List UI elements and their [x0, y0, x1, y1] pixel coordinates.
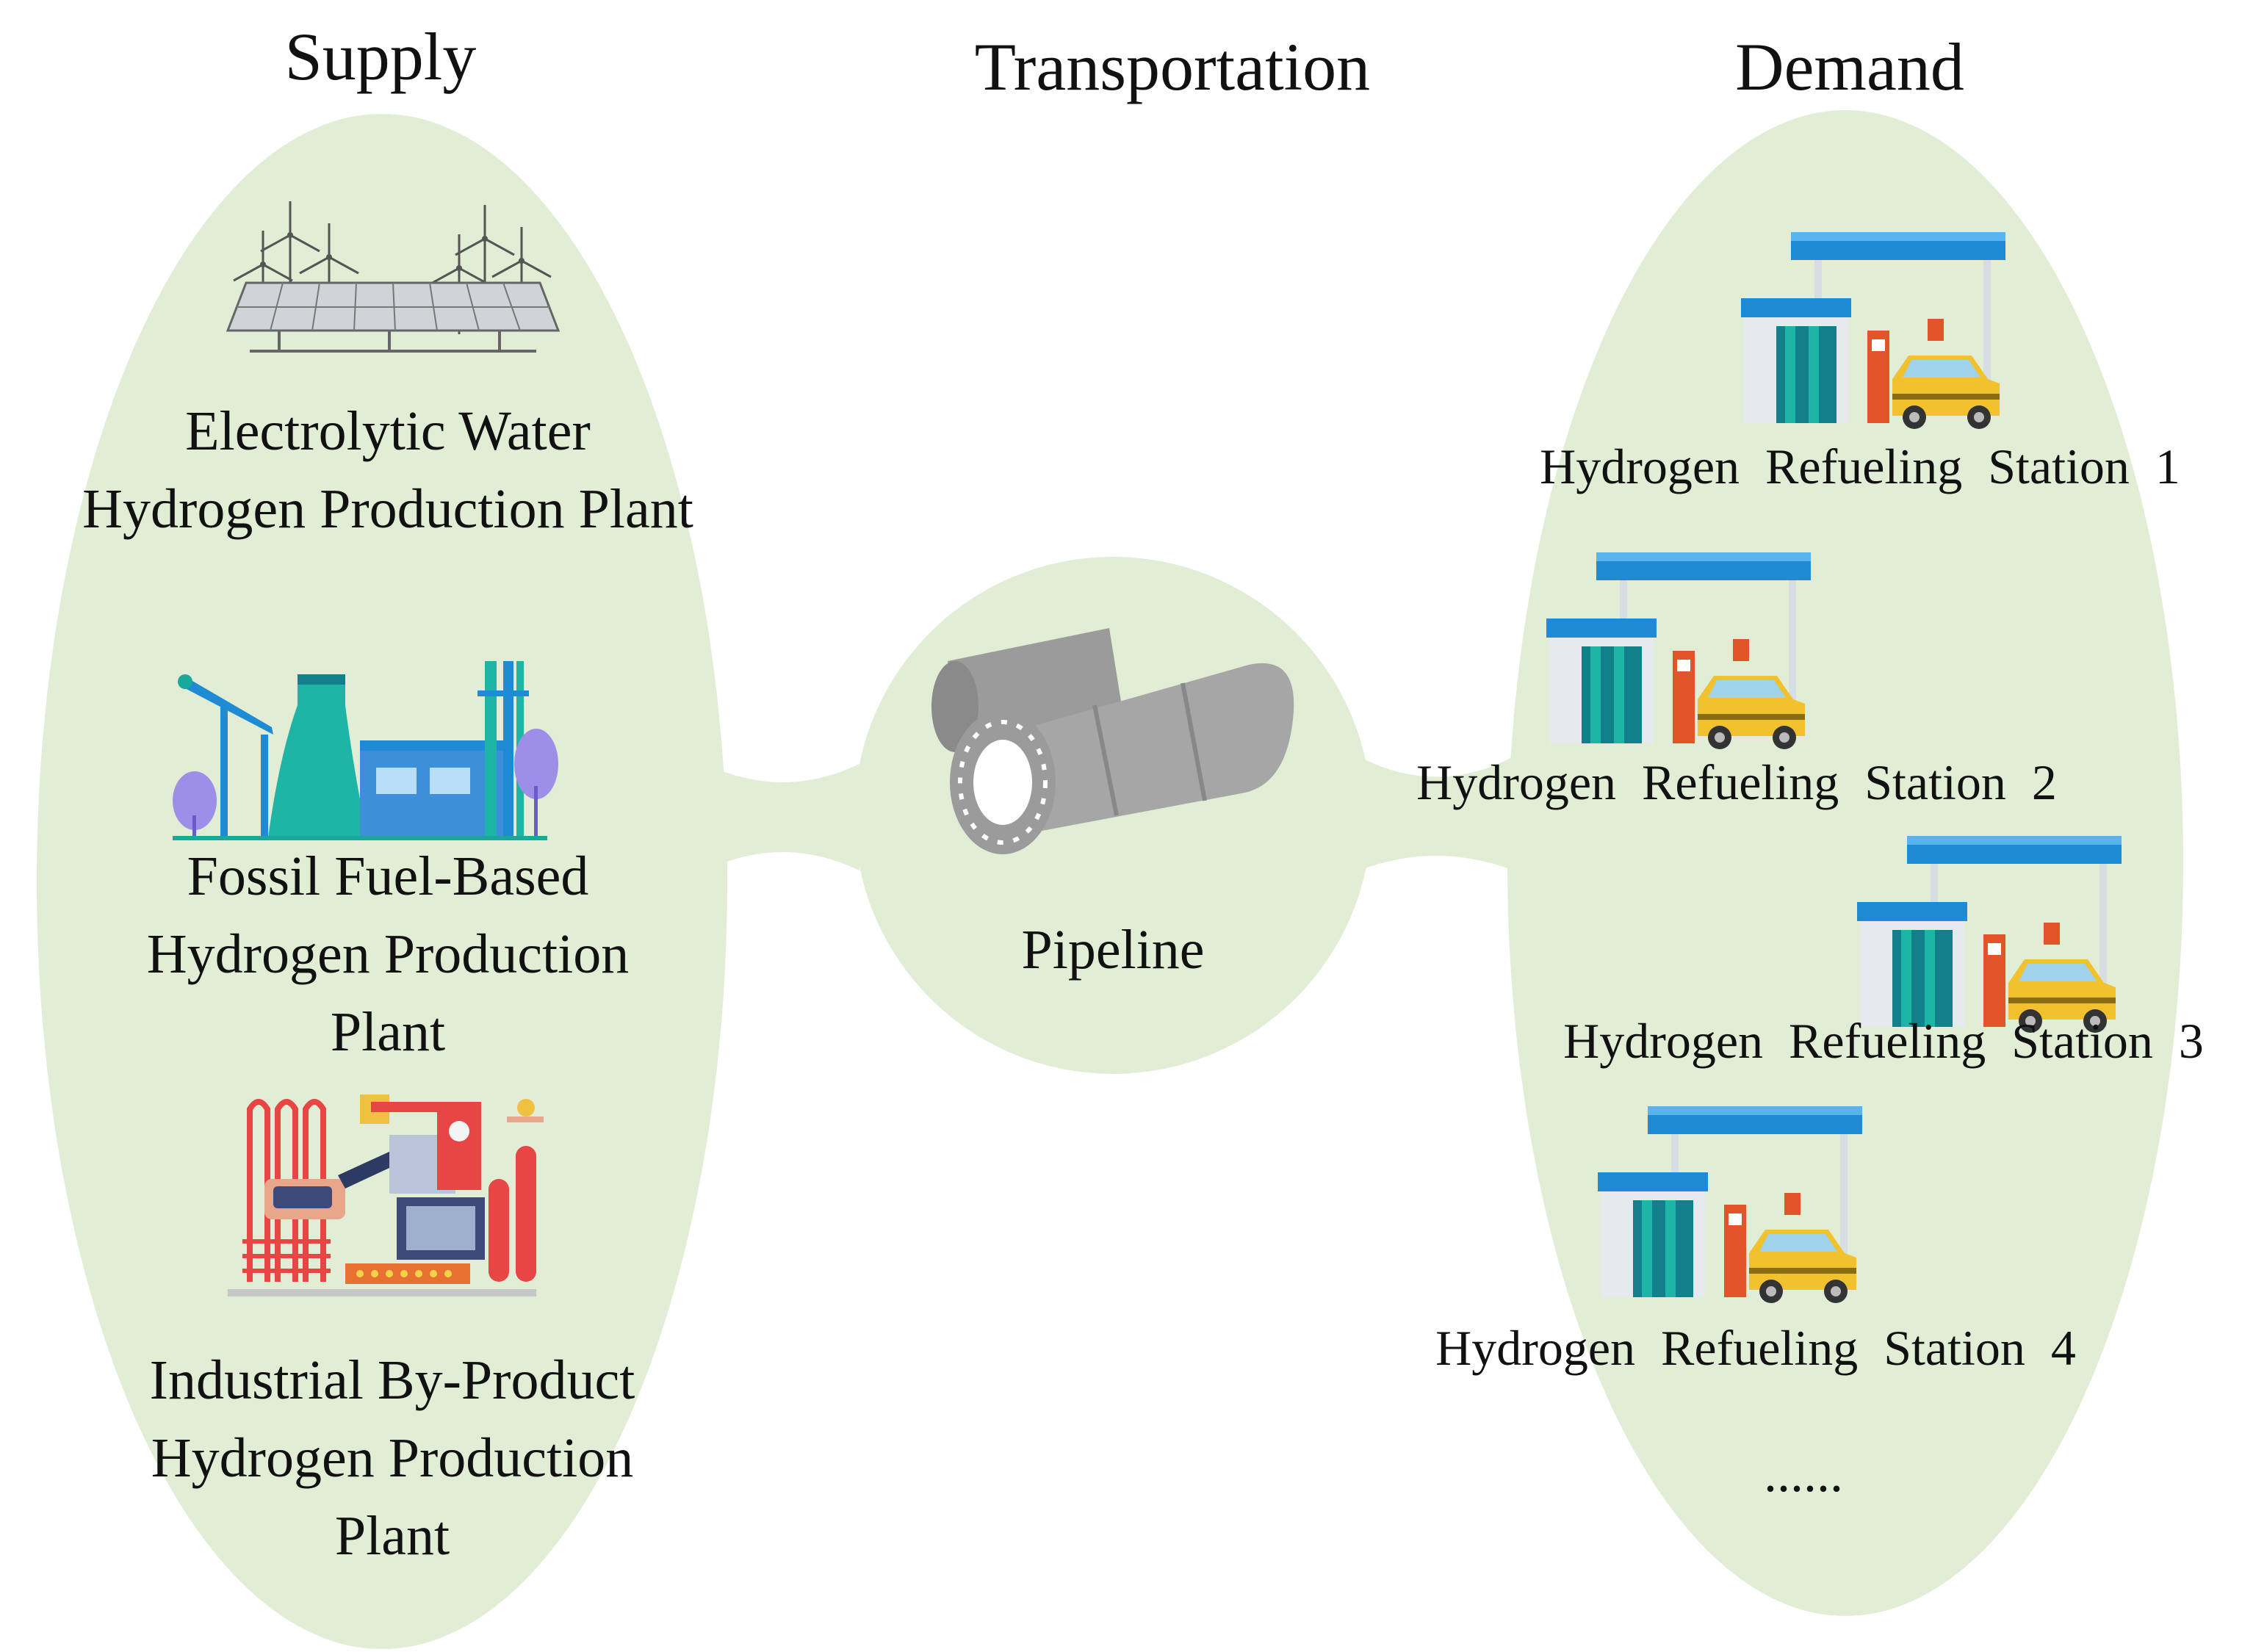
station-3-label: Hydrogen Refueling Station 3 — [1563, 1013, 2204, 1069]
station-1-label: Hydrogen Refueling Station 1 — [1540, 439, 2180, 494]
pipeline-icon — [931, 628, 1294, 854]
supply-plant-3-line2: Hydrogen Production — [151, 1427, 633, 1489]
supply-header: Supply — [285, 19, 477, 94]
pipeline-label: Pipeline — [1021, 919, 1204, 981]
industrial-plant-icon — [228, 1094, 544, 1296]
more-stations-ellipsis: ...... — [1764, 1444, 1843, 1503]
transport-demand-connector — [1359, 757, 1513, 870]
supply-transport-connector — [705, 764, 859, 870]
supply-region — [37, 114, 727, 1649]
transportation-header: Transportation — [975, 29, 1370, 104]
supply-plant-2-line3: Plant — [331, 1001, 445, 1063]
supply-plant-2-line2: Hydrogen Production — [147, 923, 629, 985]
supply-plant-2-line1: Fossil Fuel-Based — [187, 845, 589, 907]
supply-plant-3-line1: Industrial By-Product — [150, 1349, 635, 1411]
wind-solar-icon — [226, 200, 560, 353]
station-4-label: Hydrogen Refueling Station 4 — [1435, 1320, 2076, 1376]
supply-plant-3-line3: Plant — [335, 1505, 450, 1567]
supply-plant-1-line1: Electrolytic Water — [185, 400, 591, 462]
fossil-plant-icon — [173, 661, 558, 840]
supply-plant-1-line2: Hydrogen Production Plant — [82, 478, 693, 540]
station-2-label: Hydrogen Refueling Station 2 — [1416, 754, 2057, 810]
demand-header: Demand — [1735, 29, 1964, 104]
